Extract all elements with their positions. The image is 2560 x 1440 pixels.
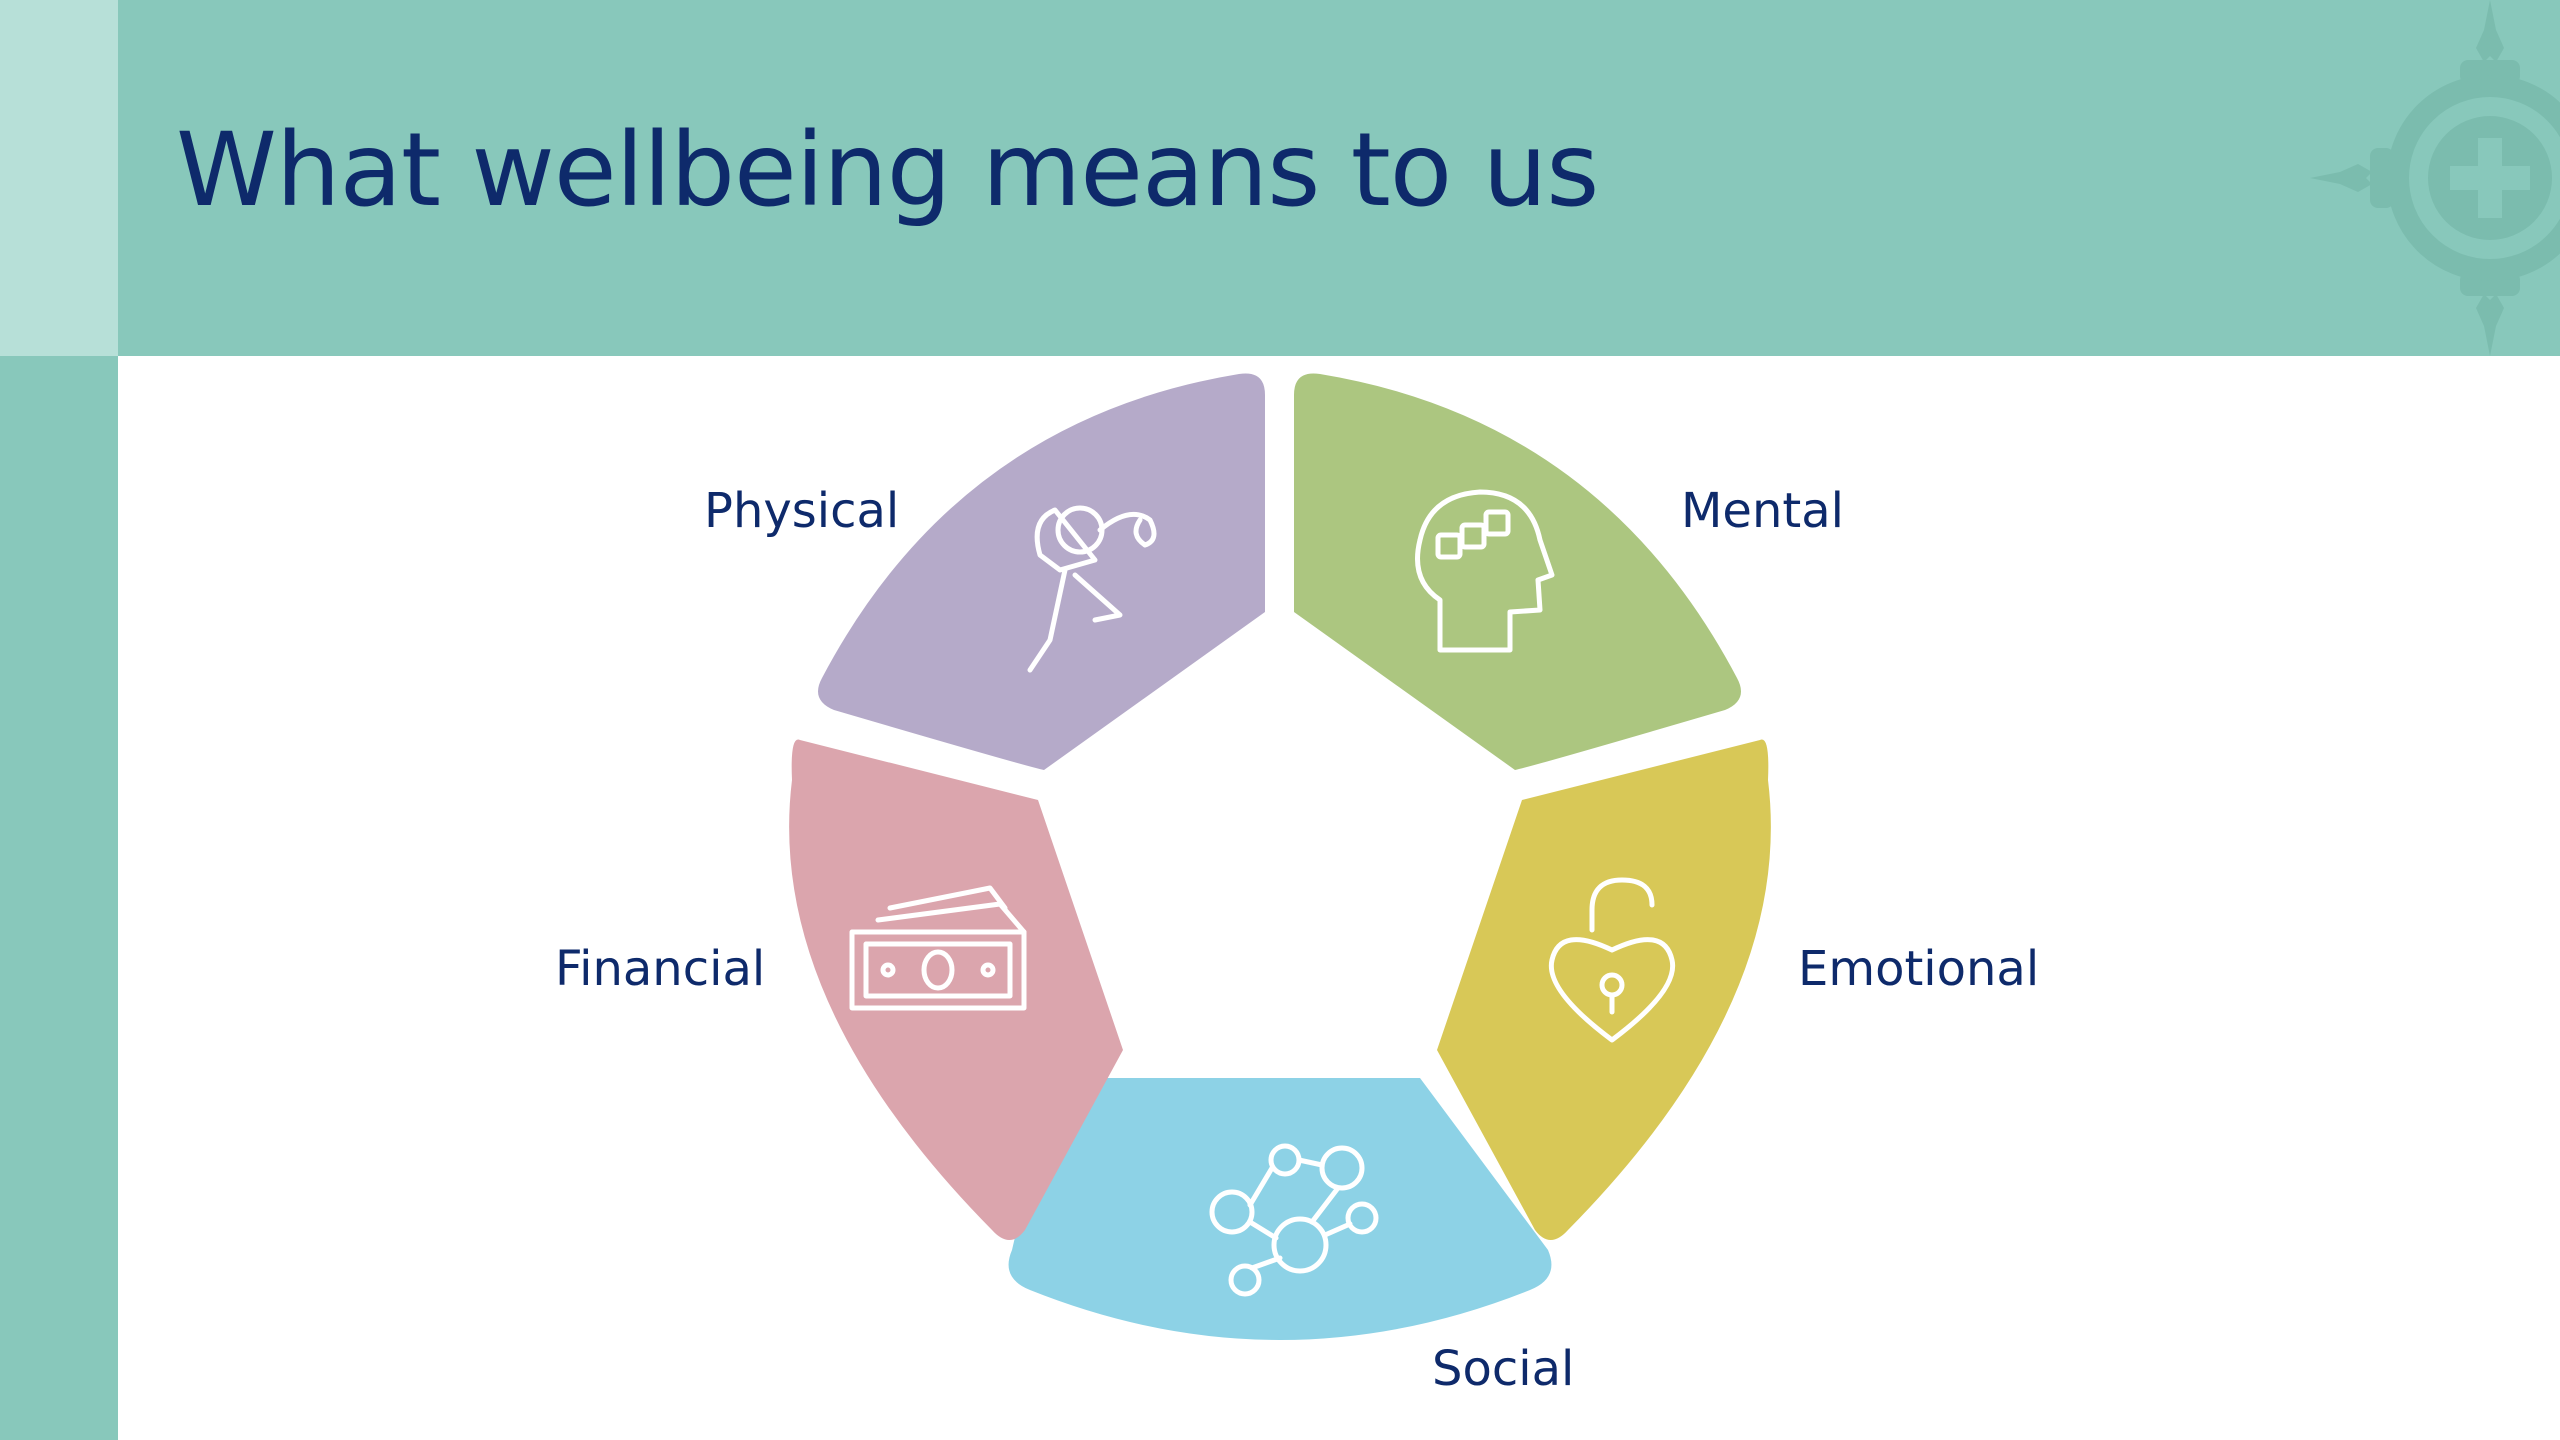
- slide-title: What wellbeing means to us: [176, 111, 1599, 230]
- segment-mental: [1294, 373, 1741, 770]
- cross-emblem-icon: [2310, 0, 2560, 356]
- segment-financial: [789, 739, 1123, 1240]
- left-accent-bar-top: [0, 0, 118, 356]
- label-financial: Financial: [555, 941, 766, 997]
- header-band: [118, 0, 2560, 356]
- segment-physical: [818, 373, 1265, 770]
- head-puzzle-icon: [1415, 489, 1555, 653]
- network-people-icon: [1209, 1143, 1379, 1297]
- label-physical: Physical: [704, 483, 900, 539]
- segment-social: [1008, 1078, 1552, 1340]
- label-social: Social: [1432, 1341, 1575, 1397]
- label-mental: Mental: [1681, 483, 1844, 539]
- heart-padlock-icon: [1548, 877, 1676, 1043]
- left-accent-bar: [0, 356, 118, 1440]
- label-emotional: Emotional: [1798, 941, 2040, 997]
- banknotes-icon: [849, 885, 1027, 1011]
- runner-icon: [1027, 505, 1157, 673]
